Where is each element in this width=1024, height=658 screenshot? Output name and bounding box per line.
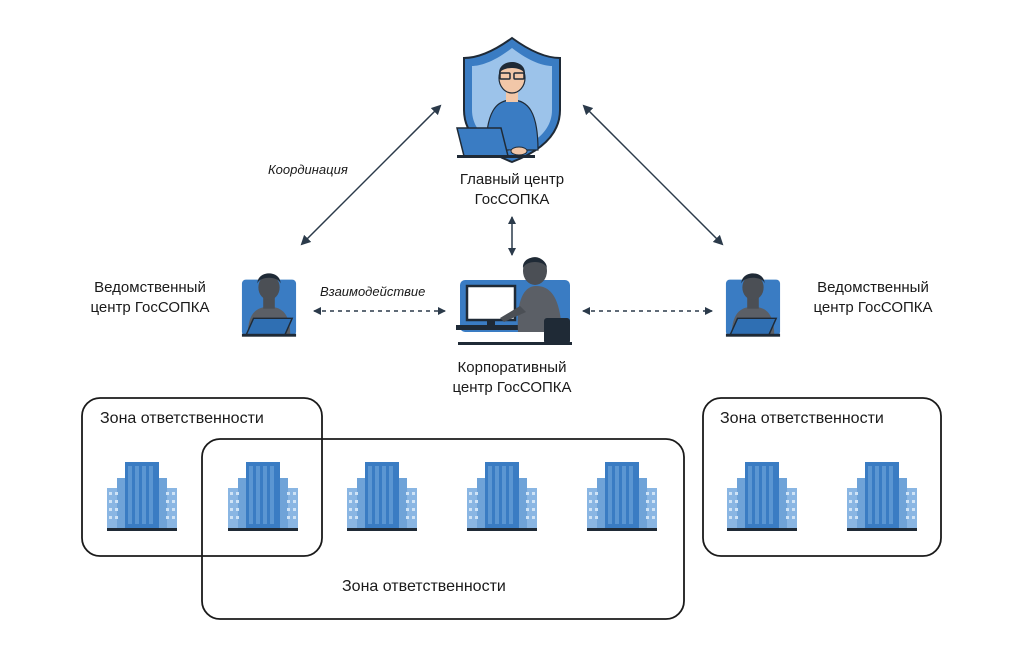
building-4 bbox=[467, 462, 537, 531]
building-7 bbox=[847, 462, 917, 531]
dept-left-label: Ведомственный центр ГосСОПКА bbox=[75, 278, 225, 318]
building-2 bbox=[228, 462, 298, 531]
main-center-label: Главный центр ГосСОПКА bbox=[432, 170, 592, 210]
coordination-arrow-right bbox=[582, 104, 724, 246]
dept-right-line1: Ведомственный bbox=[817, 279, 929, 296]
corporate-label: Корпоративный центр ГосСОПКА bbox=[432, 358, 592, 398]
building-1 bbox=[107, 462, 177, 531]
main-center-line2: ГосСОПКА bbox=[474, 191, 550, 208]
corporate-line1: Корпоративный bbox=[457, 359, 567, 376]
dept-right-icon bbox=[725, 272, 781, 338]
main-center-line1: Главный центр bbox=[459, 171, 565, 188]
zone-middle-box bbox=[201, 438, 685, 620]
zone-right-box bbox=[702, 397, 942, 557]
coordination-arrow-left bbox=[300, 104, 442, 246]
building-3 bbox=[347, 462, 417, 531]
corporate-line2: центр ГосСОПКА bbox=[452, 379, 572, 396]
interaction-label: Взаимодействие bbox=[320, 284, 426, 299]
dept-right-line2: центр ГосСОПКА bbox=[813, 299, 933, 316]
zone-right-title: Зона ответственности bbox=[720, 410, 884, 427]
building-6 bbox=[727, 462, 797, 531]
dept-left-icon bbox=[241, 272, 297, 338]
operator-monitor-icon bbox=[456, 257, 572, 345]
analyst-shield-icon bbox=[456, 36, 561, 164]
dept-left-line2: центр ГосСОПКА bbox=[90, 299, 210, 316]
building-5 bbox=[587, 462, 657, 531]
coordination-label: Координация bbox=[268, 162, 348, 177]
dept-left-line1: Ведомственный bbox=[94, 279, 206, 296]
zone-middle-title: Зона ответственности bbox=[342, 578, 506, 595]
zone-left-title: Зона ответственности bbox=[100, 410, 264, 427]
dept-right-label: Ведомственный центр ГосСОПКА bbox=[798, 278, 948, 318]
